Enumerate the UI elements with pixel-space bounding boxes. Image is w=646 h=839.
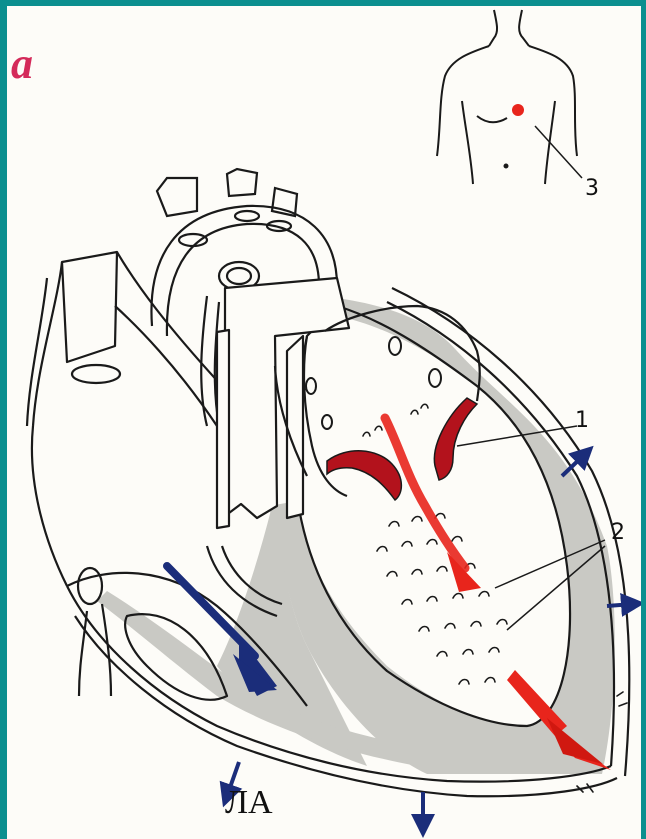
label-1: 1 [575, 410, 589, 432]
vein-openings [306, 337, 441, 429]
heart-diagram [7, 6, 641, 839]
label-la: ЛА [225, 786, 273, 820]
label-2: 2 [611, 522, 625, 544]
torso-inset [437, 10, 582, 184]
diagram-frame: а [7, 6, 641, 839]
palpation-point-marker [512, 104, 524, 116]
label-3: 3 [585, 178, 599, 200]
